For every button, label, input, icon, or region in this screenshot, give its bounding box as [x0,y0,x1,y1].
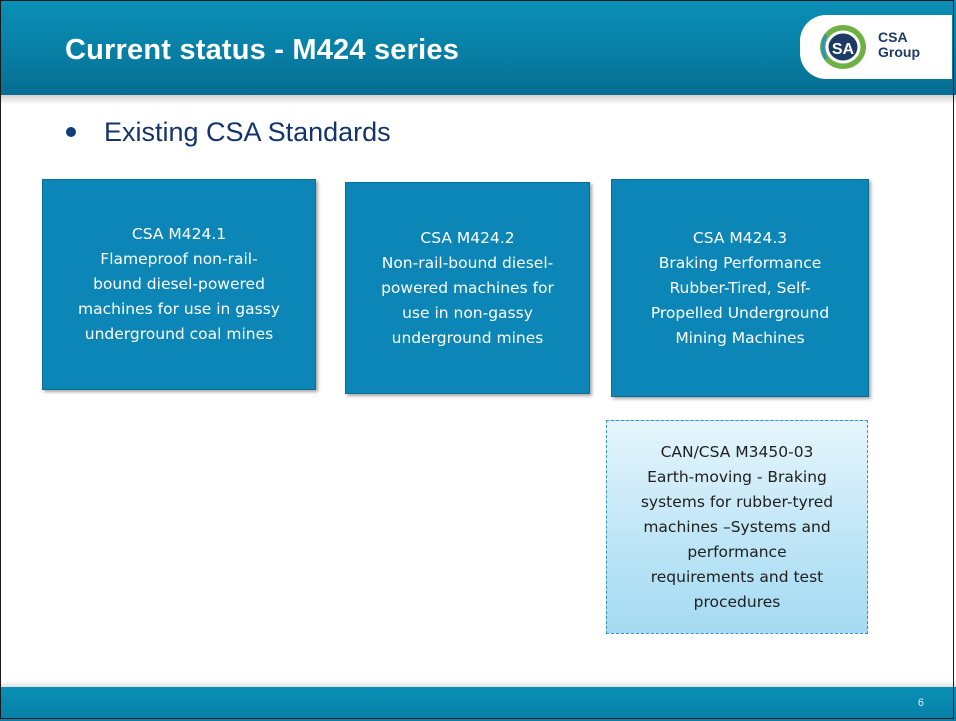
standard-box-m424-2: CSA M424.2 Non-rail-bound diesel- powere… [345,182,590,394]
box-line: machines for use in gassy [78,300,280,318]
title-bar: Current status - M424 series [0,0,956,95]
box-line: Rubber-Tired, Self- [669,278,811,297]
bullet-text: Existing CSA Standards [104,117,391,147]
svg-text:SA: SA [832,41,855,58]
box-line: Flameproof non-rail- [100,250,258,268]
title-bar-shadow [0,95,956,105]
box-line: procedures [693,592,781,611]
box-line: underground mines [391,328,544,347]
bullet-dot-icon [66,127,76,137]
box-line: CAN/CSA M3450-03 [660,442,814,461]
box-line: CSA M424.1 [131,225,227,243]
standard-box-m424-3: CSA M424.3 Braking Performance Rubber-Ti… [611,179,869,397]
page-number: 6 [917,697,924,709]
csa-logo-icon: SA [820,25,866,69]
reference-box-m3450: CAN/CSA M3450-03 Earth-moving - Braking … [606,420,868,634]
slide-title: Current status - M424 series [65,34,460,66]
box-line: Earth-moving - Braking [647,467,827,486]
logo-text-line1: CSA [878,29,908,45]
box-line: Non-rail-bound diesel- [381,253,554,272]
box-line: bound diesel-powered [93,275,265,293]
box-line: CSA M424.2 [420,228,515,247]
box-line: performance [687,542,787,561]
box-line: powered machines for [381,278,554,297]
box-line: systems for rubber-tyred [640,492,834,511]
box-line: requirements and test [650,567,824,586]
footer-bar: 6 [0,687,956,721]
box-line: Braking Performance [658,253,822,272]
footer-shadow [0,680,956,687]
standard-box-m424-1: CSA M424.1 Flameproof non-rail- bound di… [42,179,316,390]
box-line: Mining Machines [675,328,805,347]
logo-wordmark: CSA Group [878,30,948,60]
box-line: underground coal mines [84,325,274,343]
box-line: CSA M424.3 [692,228,788,247]
logo-text-line2: Group [878,44,920,60]
box-line: machines –Systems and [643,517,831,536]
box-line: Propelled Underground [650,303,830,322]
box-line: use in non-gassy [402,303,533,322]
